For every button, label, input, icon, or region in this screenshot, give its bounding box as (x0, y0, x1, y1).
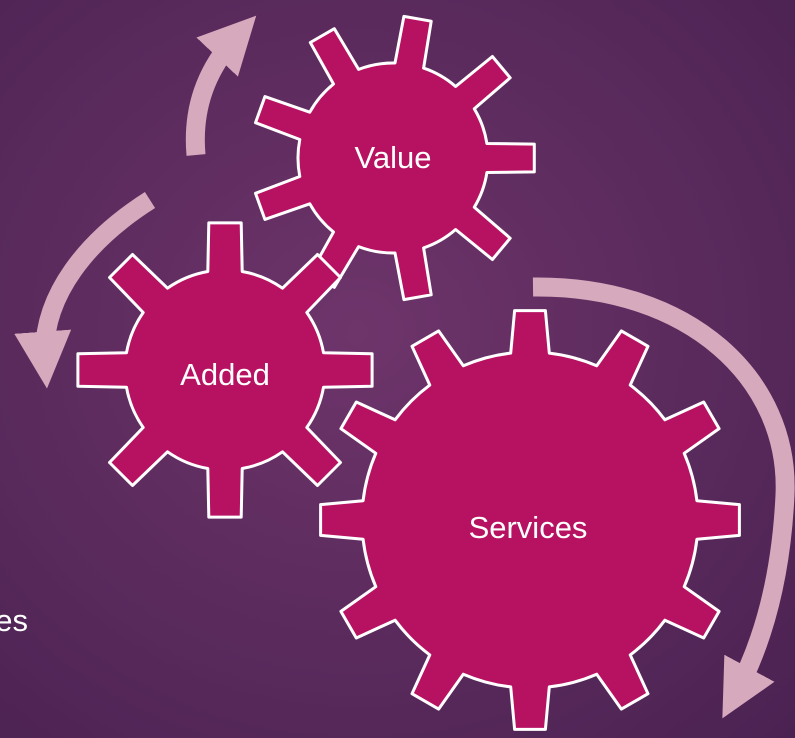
gear-added-label: Added (180, 357, 270, 392)
gear-value: Value (254, 14, 536, 302)
offscreen-text-fragment: es (0, 603, 28, 638)
gear-services: Services (319, 309, 741, 731)
cycle-arrow-down-right (532, 277, 795, 719)
gear-value-body (254, 14, 536, 302)
cycle-arrow-up (185, 15, 257, 156)
cycle-arrow-down-left (14, 191, 156, 389)
gear-services-label: Services (469, 510, 588, 545)
gear-value-label: Value (355, 140, 432, 175)
gear-added: Added (76, 221, 374, 519)
gear-services-body (319, 309, 741, 731)
gear-added-body (76, 221, 374, 519)
